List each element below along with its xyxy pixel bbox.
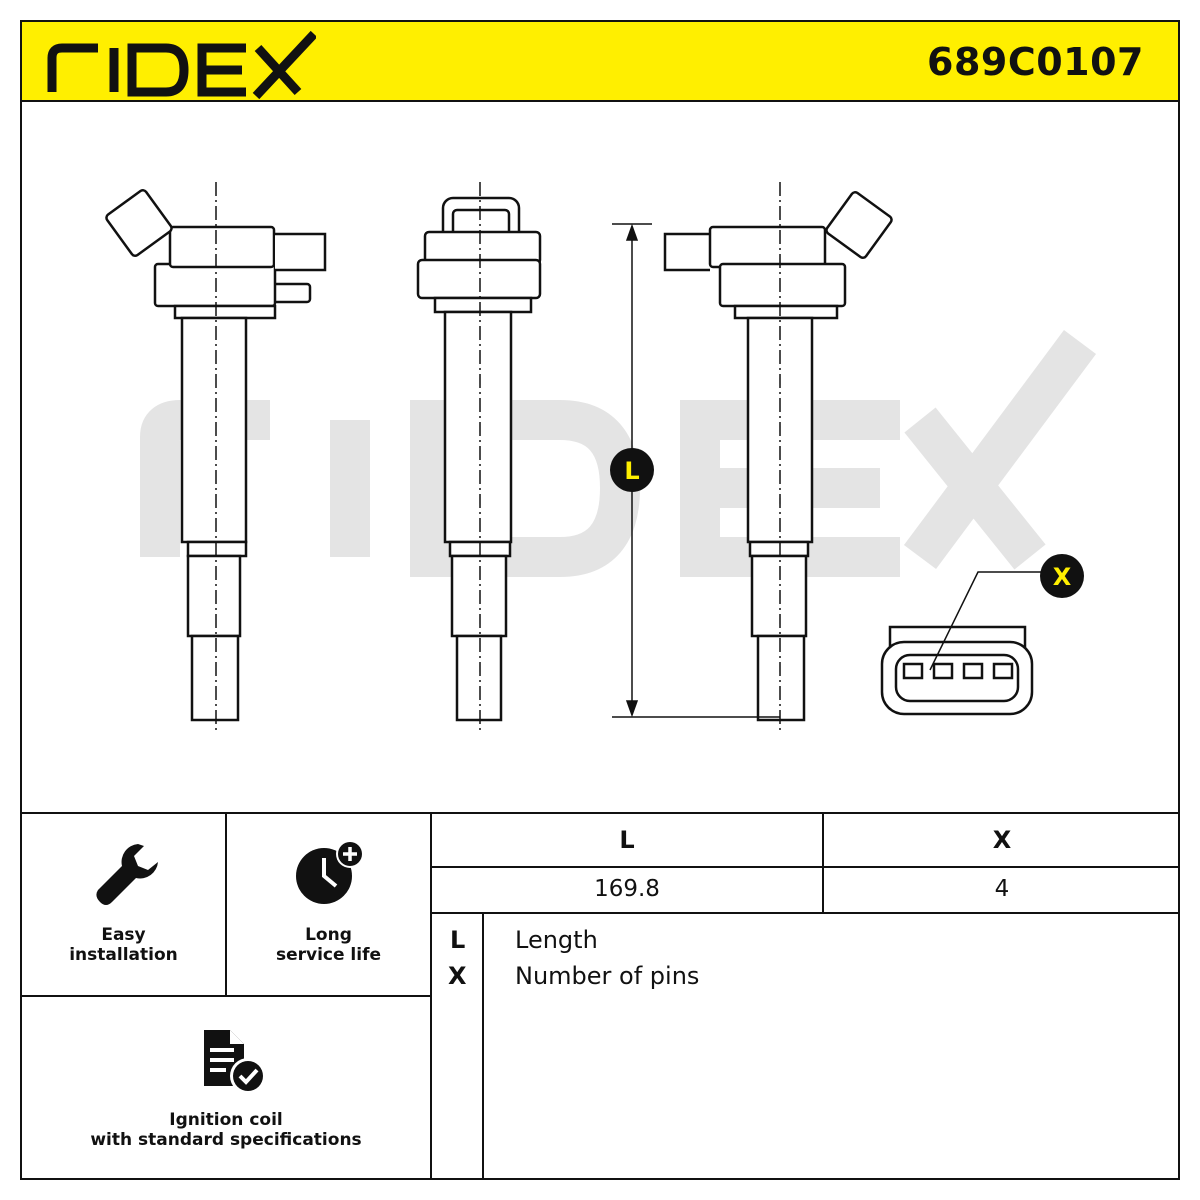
table-header-x: X	[992, 826, 1012, 854]
table-value-l: 169.8	[594, 876, 660, 902]
legend-key-x: X	[448, 962, 467, 990]
divider-features	[225, 812, 227, 996]
legend-text-l: Length	[515, 926, 598, 954]
connector-marker-x	[1040, 554, 1084, 598]
legend-text-x: Number of pins	[515, 962, 700, 990]
feature-standard-specifications: Ignition coil with standard specificatio…	[90, 1110, 362, 1150]
ridex-watermark	[140, 330, 1097, 577]
connector-marker-x-label: X	[1053, 563, 1072, 591]
coil-side-view-left	[105, 182, 327, 732]
part-number: 689C0107	[927, 40, 1144, 84]
coil-front-view	[416, 182, 542, 732]
header-bar: 689C0107	[20, 20, 1180, 102]
table-header-l: L	[619, 826, 635, 854]
coil-side-view-right	[663, 182, 893, 732]
feature-easy-installation: Easy installation	[69, 925, 178, 965]
dimension-marker-l	[610, 448, 654, 492]
dimension-marker-l-label: L	[624, 457, 639, 485]
connector-view	[880, 571, 1062, 716]
clock-plus-icon	[296, 840, 364, 904]
wrench-icon	[96, 844, 158, 905]
document-check-icon	[204, 1030, 266, 1094]
divider-bottom-top	[20, 812, 1180, 814]
divider-table-columns	[822, 812, 824, 912]
table-value-x: 4	[994, 876, 1010, 902]
technical-drawing: L X	[105, 182, 1097, 732]
ridex-logo	[47, 30, 316, 100]
divider-features-row	[20, 995, 432, 997]
divider-table-values	[430, 912, 1180, 914]
feature-long-service-life: Long service life	[275, 925, 382, 965]
divider-legend	[482, 912, 484, 1180]
divider-table-header	[430, 866, 1180, 868]
legend-key-l: L	[450, 926, 466, 954]
